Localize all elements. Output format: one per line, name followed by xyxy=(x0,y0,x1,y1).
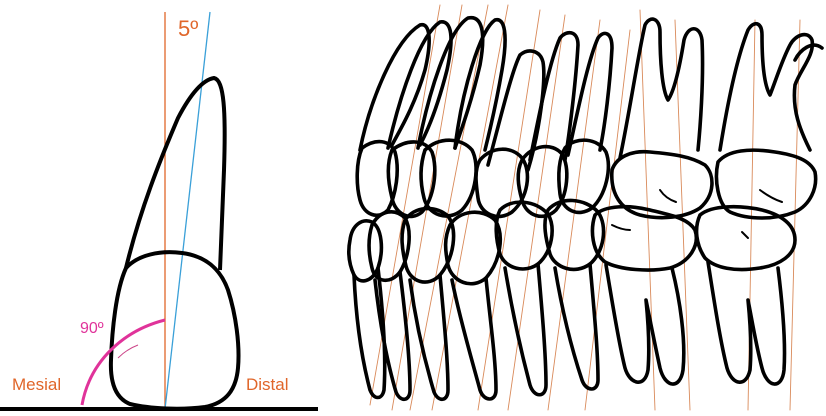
incisor-crown xyxy=(111,252,239,409)
distal-label: Distal xyxy=(246,375,289,394)
upper-incisor-roots xyxy=(360,18,505,150)
incisor-root xyxy=(126,78,225,270)
upper-molar-roots xyxy=(620,19,822,158)
right-angle-label: 90º xyxy=(80,320,104,337)
left-incisor-figure: 5º 90º Mesial Distal xyxy=(0,12,318,409)
tooth-long-axis xyxy=(165,12,210,409)
tilt-angle-label: 5º xyxy=(178,16,198,41)
dental-arch-figure xyxy=(349,5,822,410)
inner-arc-hint xyxy=(118,345,138,358)
mesial-label: Mesial xyxy=(12,375,61,394)
